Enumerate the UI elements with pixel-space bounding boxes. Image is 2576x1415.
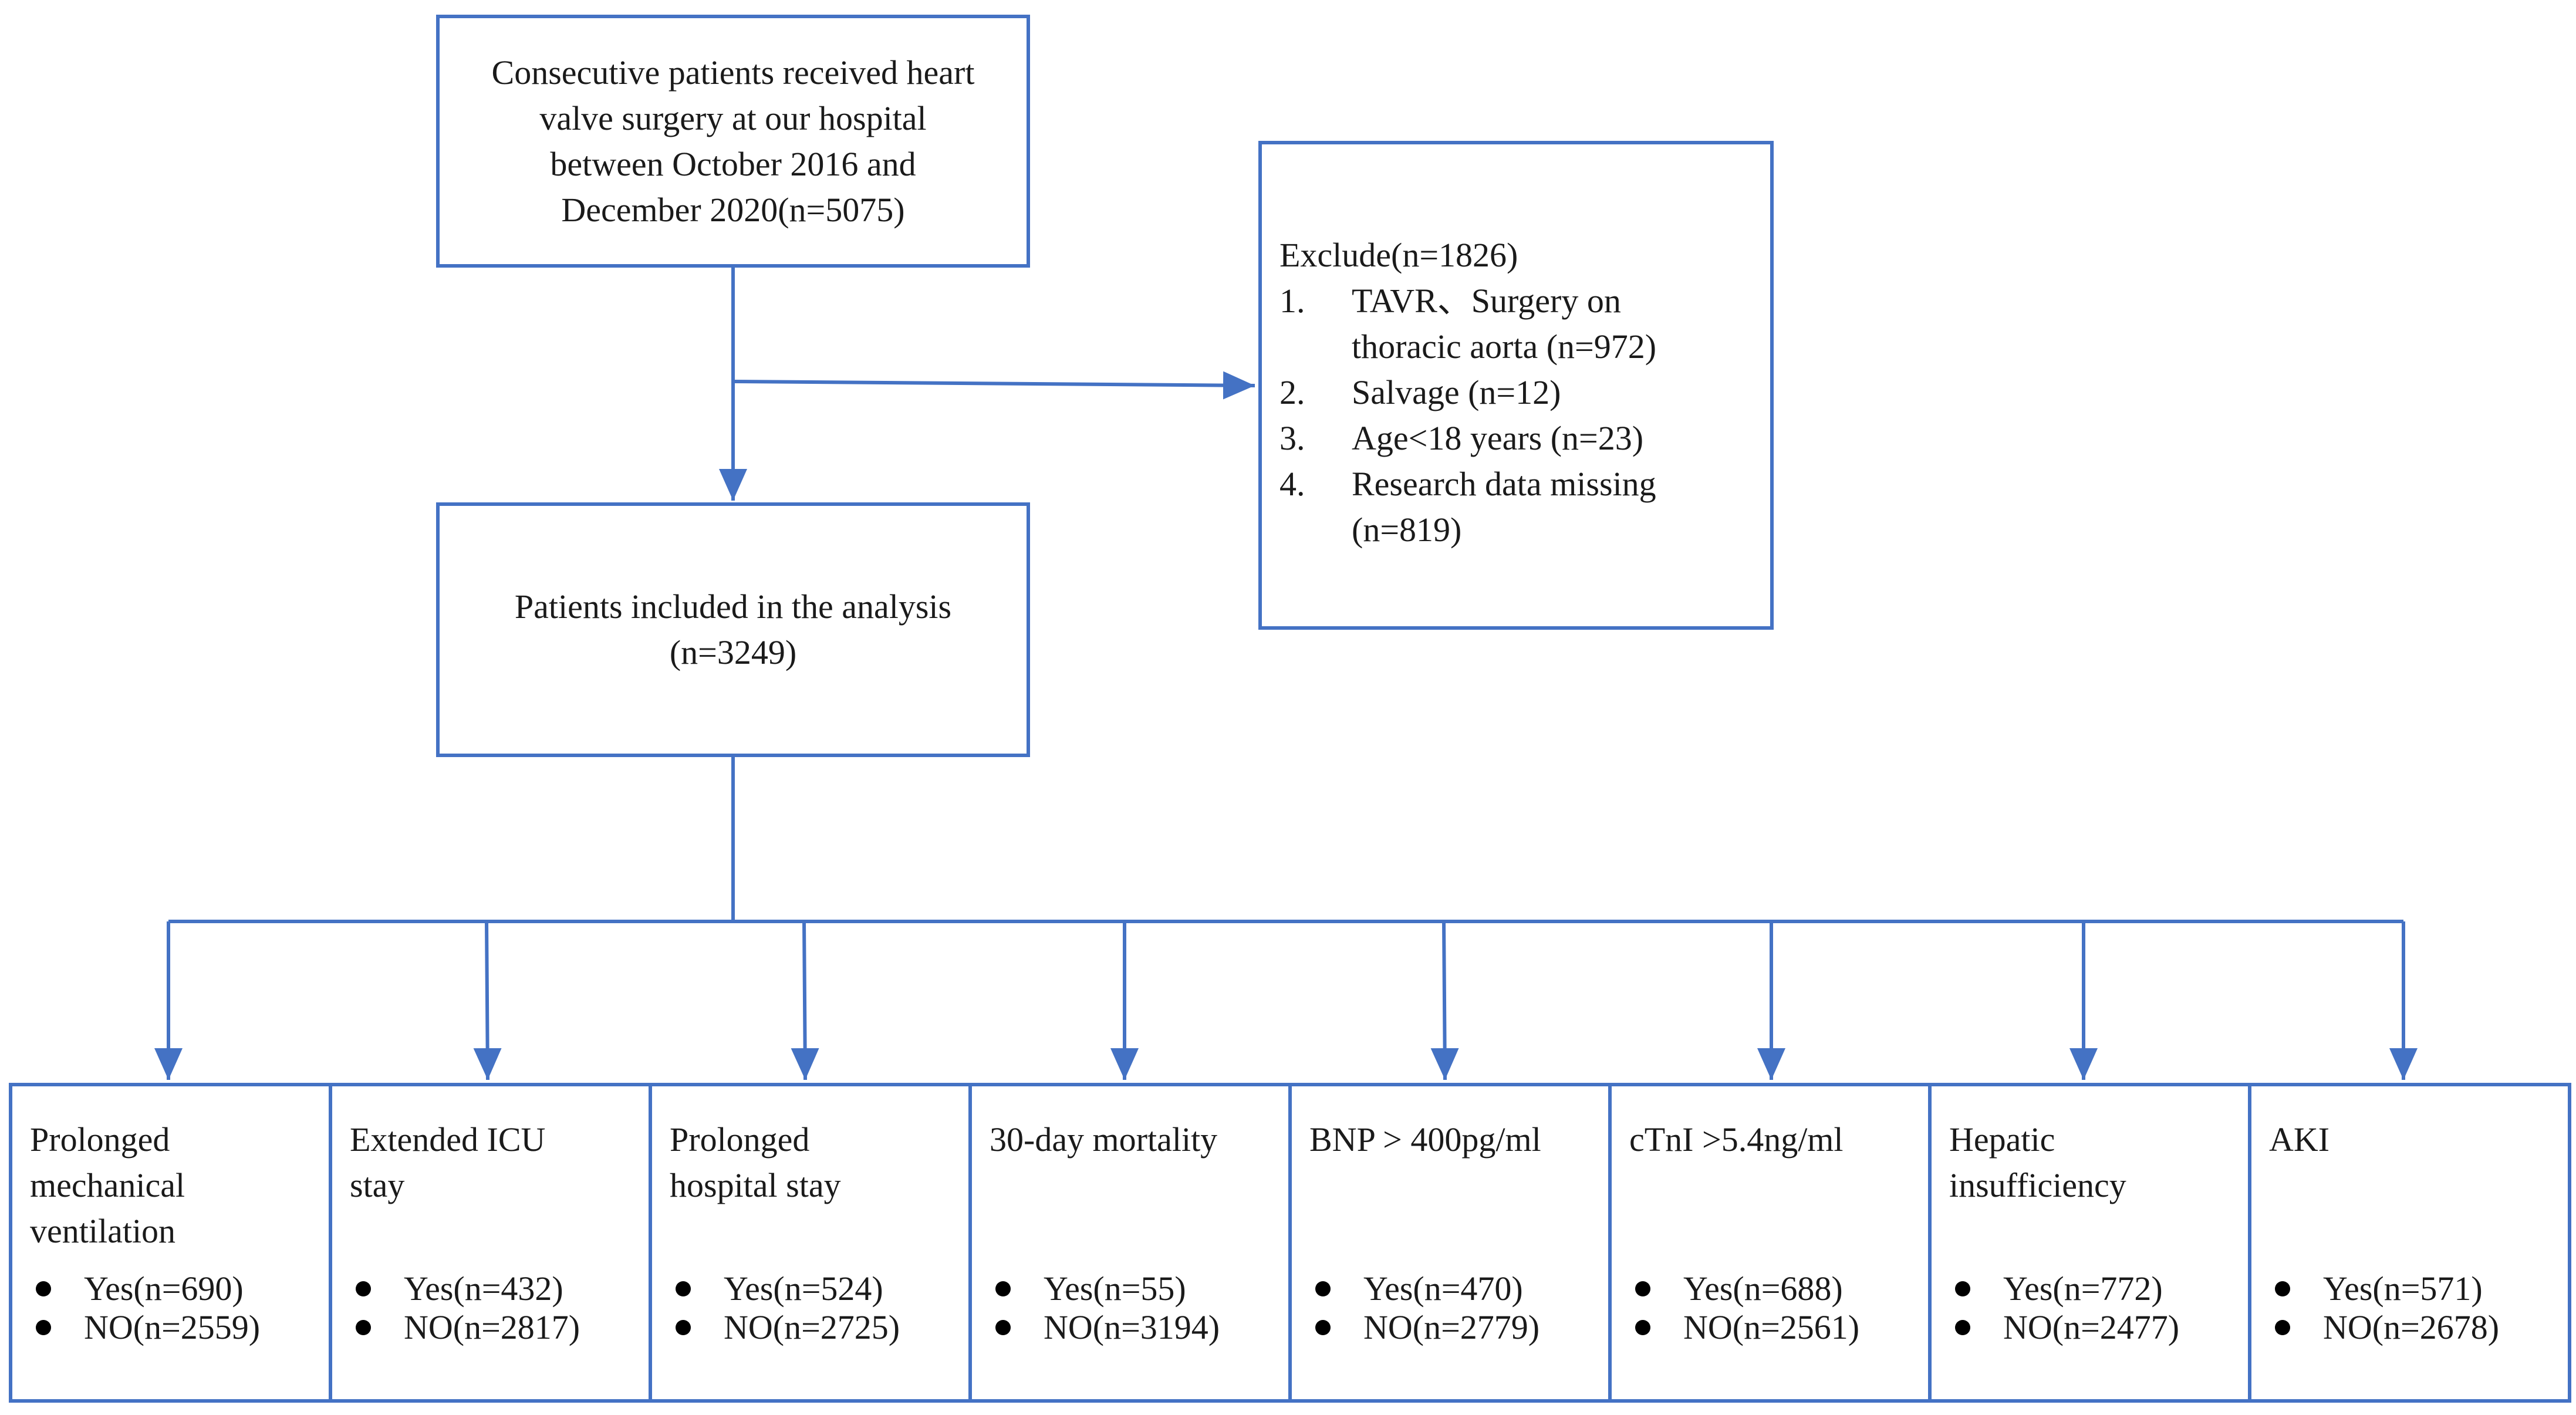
bullet-icon [995,1281,1011,1296]
enrollment-line-1: Consecutive patients received heart [491,53,975,92]
bullet-icon [36,1320,51,1335]
outcome-title-line: hospital stay [670,1166,841,1204]
included-line-2: (n=3249) [669,633,797,671]
outcome-box-prolonged-ventilation: Prolonged mechanical ventilation Yes(n=6… [9,1083,332,1403]
enrollment-line-4: December 2020(n=5075) [561,190,905,229]
outcome-title-line: cTnI >5.4ng/ml [1629,1120,1844,1159]
bullet-icon [1315,1320,1331,1335]
outcome-yes-count: Yes(n=432) [404,1269,563,1308]
outcome-title-line: ventilation [30,1212,176,1250]
outcome-box-ctni: cTnI >5.4ng/ml Yes(n=688) NO(n=2561) [1608,1083,1932,1403]
exclusion-item-2: 2. Salvage (n=12) [1279,370,1758,416]
outcome-yes-count: Yes(n=772) [2003,1269,2163,1308]
outcome-no-count: NO(n=2477) [2003,1308,2180,1346]
outcome-no-count: NO(n=2559) [84,1308,261,1346]
exclusion-box: Exclude(n=1826) 1. TAVR、Surgery on thora… [1258,141,1774,630]
exclusion-item-3: 3. Age<18 years (n=23) [1279,416,1758,461]
exclusion-item-number: 4. [1279,465,1305,503]
outcome-no-count: NO(n=2725) [724,1308,900,1346]
enrollment-line-3: between October 2016 and [550,144,916,183]
arrow-to-outcome-5 [1430,921,1459,1080]
bullet-icon [356,1320,371,1335]
bullet-icon [356,1281,371,1296]
bullet-icon [2275,1281,2290,1296]
outcome-title-line: mechanical [30,1166,185,1204]
outcome-title-line: 30-day mortality [990,1120,1218,1159]
outcome-no-count: NO(n=2561) [1683,1308,1860,1346]
exclusion-item-text: (n=819) [1352,511,1462,549]
outcome-box-30-day-mortality: 30-day mortality Yes(n=55) NO(n=3194) [968,1083,1292,1403]
exclusion-title: Exclude(n=1826) [1279,236,1518,274]
exclusion-item-text: Research data missing [1352,465,1656,503]
outcome-yes-count: Yes(n=524) [724,1269,883,1308]
exclusion-item-text: Salvage (n=12) [1352,373,1561,411]
outcome-title-line: Prolonged [670,1120,810,1159]
exclusion-item-4: 4. Research data missing (n=819) [1279,461,1758,553]
exclusion-item-number: 3. [1279,419,1305,457]
outcome-box-extended-icu-stay: Extended ICU stay Yes(n=432) NO(n=2817) [329,1083,652,1403]
outcome-title-line: Prolonged [30,1120,170,1159]
bullet-icon [1955,1320,1970,1335]
outcome-title-line: Hepatic [1949,1120,2055,1159]
bullet-icon [676,1281,691,1296]
included-box: Patients included in the analysis (n=324… [436,502,1030,757]
outcome-no-count: NO(n=2779) [1363,1308,1540,1346]
outcome-yes-count: Yes(n=470) [1363,1269,1523,1308]
bullet-icon [1315,1281,1331,1296]
bullet-icon [1955,1281,1970,1296]
outcome-yes-count: Yes(n=55) [1044,1269,1186,1308]
enrollment-line-2: valve surgery at our hospital [539,99,927,137]
bullet-icon [2275,1320,2290,1335]
bullet-icon [1635,1320,1650,1335]
outcome-title-line: Extended ICU [350,1120,546,1159]
arrow-to-outcome-3 [791,921,819,1080]
arrow-to-exclude [732,371,1255,400]
exclusion-item-text: TAVR、Surgery on [1352,282,1621,320]
outcome-box-hepatic-insufficiency: Hepatic insufficiency Yes(n=772) NO(n=24… [1928,1083,2251,1403]
outcome-box-aki: AKI Yes(n=571) NO(n=2678) [2248,1083,2571,1403]
outcome-title-line: stay [350,1166,405,1204]
exclusion-item-number: 1. [1279,282,1305,320]
arrow-to-outcome-2 [473,921,502,1080]
outcome-no-count: NO(n=2817) [404,1308,580,1346]
exclusion-item-1: 1. TAVR、Surgery on thoracic aorta (n=972… [1279,278,1758,370]
included-line-1: Patients included in the analysis [514,587,952,626]
outcome-title-line: insufficiency [1949,1166,2126,1204]
outcome-yes-count: Yes(n=688) [1683,1269,1843,1308]
outcome-title-line: AKI [2269,1120,2330,1159]
outcome-no-count: NO(n=3194) [1044,1308,1220,1346]
outcome-box-bnp: BNP > 400pg/ml Yes(n=470) NO(n=2779) [1288,1083,1612,1403]
outcome-yes-count: Yes(n=571) [2323,1269,2483,1308]
bullet-icon [676,1320,691,1335]
exclusion-item-text: thoracic aorta (n=972) [1352,327,1657,366]
outcome-yes-count: Yes(n=690) [84,1269,244,1308]
outcome-box-prolonged-hospital-stay: Prolonged hospital stay Yes(n=524) NO(n=… [649,1083,972,1403]
exclusion-item-number: 2. [1279,373,1305,411]
enrollment-box: Consecutive patients received heart valv… [436,15,1030,268]
bullet-icon [36,1281,51,1296]
outcome-title-line: BNP > 400pg/ml [1309,1120,1541,1159]
outcome-no-count: NO(n=2678) [2323,1308,2500,1346]
bullet-icon [1635,1281,1650,1296]
exclusion-item-text: Age<18 years (n=23) [1352,419,1644,457]
bullet-icon [995,1320,1011,1335]
